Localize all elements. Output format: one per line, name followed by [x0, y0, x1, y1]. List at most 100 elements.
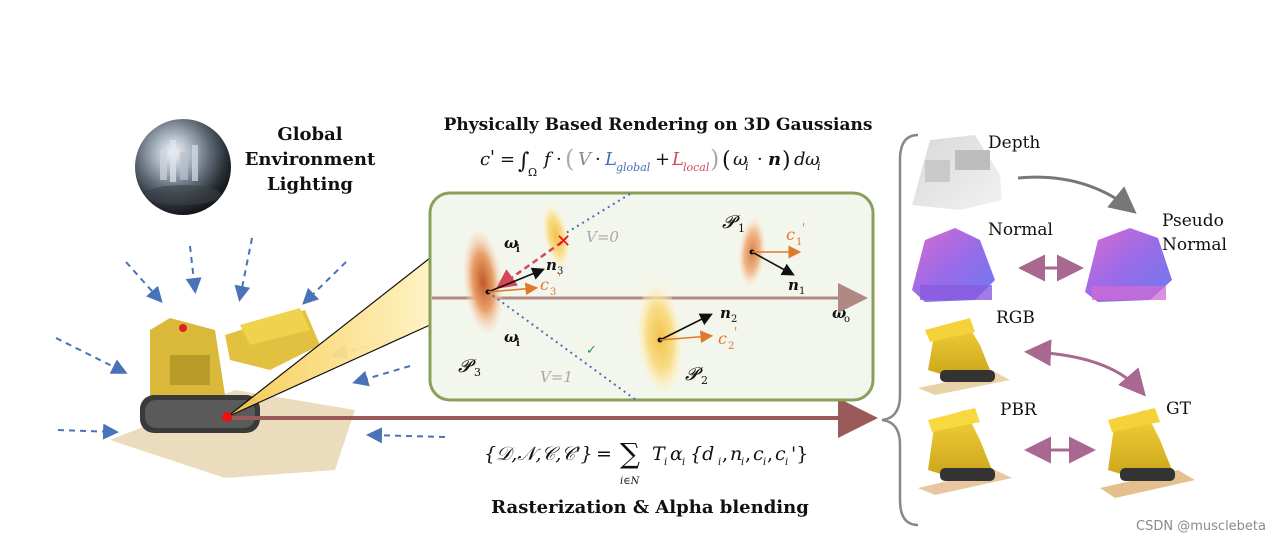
output-brace — [881, 133, 919, 527]
raster-eq-c: c — [753, 443, 764, 465]
n2-sub: 2 — [731, 314, 737, 325]
raster-eq-c-sub: i — [763, 457, 766, 468]
eq-rparen-2: ) — [782, 148, 791, 173]
eq-dot-1: · — [556, 149, 562, 170]
raster-eq-alpha: α — [670, 443, 683, 465]
eq-lparen-2: ( — [722, 148, 731, 173]
omega-o-sub: o — [844, 314, 850, 325]
eq-f: f — [542, 149, 554, 170]
raster-eq-sum-sub: i∈N — [620, 476, 641, 487]
c3-prime: ' — [558, 271, 561, 285]
c1-label: c — [786, 225, 795, 244]
raster-eq-n: n — [730, 443, 742, 465]
gaussian-p3 — [463, 230, 503, 334]
c3-sub: 3 — [550, 287, 556, 298]
pbr-equation: c ' = ∫ Ω f · ( V · L global + L local )… — [480, 145, 821, 179]
ray-blocked — [565, 193, 631, 234]
raster-eq-comma2: , — [745, 443, 751, 465]
eq-V: V — [578, 149, 593, 170]
c3-vector — [487, 282, 539, 296]
normal-image — [912, 228, 995, 302]
rgb-image — [918, 318, 1010, 395]
raster-eq-d-sub: i — [718, 457, 721, 468]
depth-label: Depth — [988, 133, 1040, 153]
c2-prime: ' — [734, 325, 737, 339]
ray-visible — [487, 291, 637, 401]
raster-eq-n-sub: i — [741, 457, 744, 468]
eq-omega-d-sub: i — [817, 160, 821, 173]
eq-omega-d: ω — [805, 149, 820, 170]
v0-label: V=0 — [586, 228, 619, 246]
beam-edge-top — [226, 257, 431, 418]
raster-equation: {𝒟,𝒩,𝒞,𝒞'} = ∑ i∈N T i α i {d i , n i , … — [484, 437, 808, 487]
eq-dot-2: · — [595, 149, 601, 170]
lighting-label-line1: Global — [277, 124, 342, 145]
c3-label: c — [540, 275, 549, 294]
raster-eq-eq: = — [596, 443, 612, 465]
c1-prime: ' — [802, 221, 805, 235]
n1-sub: 1 — [799, 286, 805, 297]
eq-integral: ∫ — [518, 149, 530, 174]
eq-global-sub: global — [616, 161, 651, 174]
gt-image — [1100, 408, 1195, 498]
gaussian-occluder — [542, 204, 570, 268]
eq-dot-3: · — [757, 149, 763, 170]
raster-eq-sum: ∑ — [620, 437, 640, 470]
c1-sub: 1 — [796, 237, 802, 248]
eq-local-sub: local — [683, 161, 710, 174]
v1-label: V=1 — [540, 368, 573, 386]
eq-prime: ' — [490, 147, 495, 168]
gt-label: GT — [1166, 399, 1192, 419]
raster-eq-comma1: , — [722, 443, 728, 465]
pseudo-label-1: Pseudo — [1162, 211, 1224, 231]
raster-eq-comma3: , — [767, 443, 773, 465]
p3-sub: 3 — [474, 366, 481, 379]
n1-label: n — [788, 276, 799, 294]
raster-eq-left: {𝒟,𝒩,𝒞,𝒞'} — [484, 443, 593, 465]
eq-equals: = — [500, 149, 515, 170]
omega-i-top: ω — [504, 234, 518, 252]
n3-sub: 3 — [557, 266, 563, 277]
eq-d: d — [794, 149, 806, 170]
sample-point — [222, 412, 232, 422]
n2-label: n — [720, 304, 731, 322]
rgb-label: RGB — [996, 308, 1035, 328]
pointcloud-loader-image — [110, 308, 355, 478]
watermark: CSDN @musclebeta — [1136, 519, 1266, 534]
pseudo-label-2: Normal — [1162, 235, 1227, 255]
omega-i-top-sub: i — [516, 244, 520, 255]
visible-check: ✓ — [586, 343, 597, 358]
eq-plus: + — [655, 149, 670, 170]
c2-label: c — [718, 329, 727, 348]
raster-eq-end: '} — [791, 443, 808, 465]
raster-eq-d: {d — [690, 443, 714, 465]
eq-L-local: L — [671, 149, 684, 170]
depth-to-pseudo-arrow — [1017, 175, 1137, 214]
n2-vector — [659, 313, 713, 341]
eq-omega-sub: Ω — [528, 166, 537, 179]
eq-omega-i: ω — [733, 149, 748, 170]
raster-eq-alpha-sub: i — [682, 457, 685, 468]
omega-o-label: ω — [832, 304, 846, 322]
pseudo-normal-image — [1085, 228, 1172, 302]
lighting-label-line3: Lighting — [267, 174, 353, 195]
blocked-cross: ✕ — [556, 231, 571, 252]
pbr-image — [918, 408, 1012, 495]
eq-c: c — [480, 149, 490, 170]
environment-sphere-image — [135, 119, 231, 215]
p2-sub: 2 — [701, 374, 708, 387]
eq-L-global: L — [604, 149, 617, 170]
omega-i-bottom: ω — [504, 328, 518, 346]
pbr-title: Physically Based Rendering on 3D Gaussia… — [444, 115, 873, 135]
lighting-label-line2: Environment — [245, 149, 376, 170]
c2-vector — [659, 330, 714, 344]
n1-vector — [751, 251, 795, 276]
omega-i-bottom-sub: i — [516, 338, 520, 349]
raster-eq-c2-sub: i — [785, 457, 788, 468]
n3-vector — [487, 267, 545, 293]
eq-omega-i-sub: i — [745, 160, 749, 173]
raster-label: Rasterization & Alpha blending — [491, 497, 809, 518]
beam-edge-bottom — [226, 324, 431, 418]
